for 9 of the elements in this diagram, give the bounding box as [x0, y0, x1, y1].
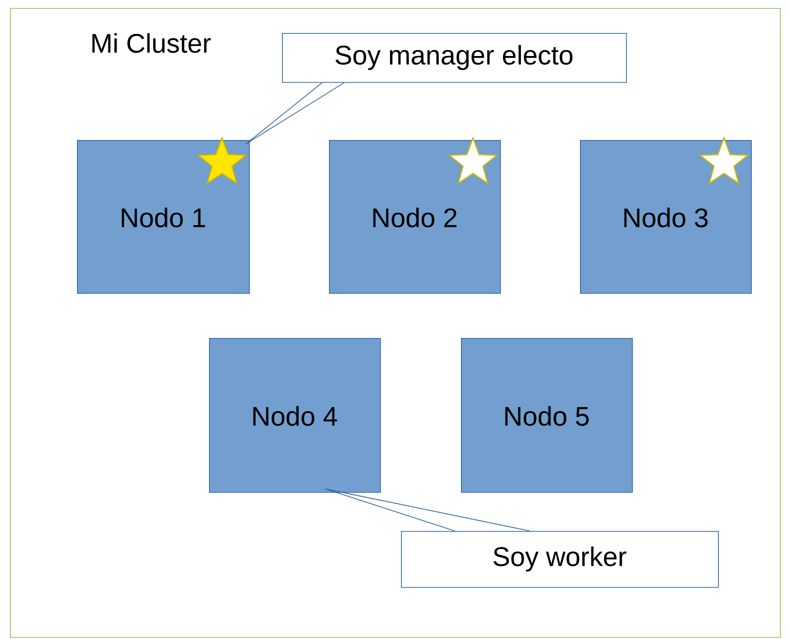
- server-box: Nodo 2: [329, 140, 501, 294]
- callout-box: Soy worker: [401, 531, 719, 588]
- callout-pointer: [245, 82, 344, 144]
- callout-box: Soy manager electo: [282, 33, 627, 83]
- server-box: Nodo 4: [209, 338, 381, 493]
- server-box: Nodo 1: [77, 140, 250, 294]
- server-box: Nodo 3: [580, 140, 752, 294]
- server-box: Nodo 5: [461, 338, 633, 493]
- callout-pointer: [324, 488, 530, 532]
